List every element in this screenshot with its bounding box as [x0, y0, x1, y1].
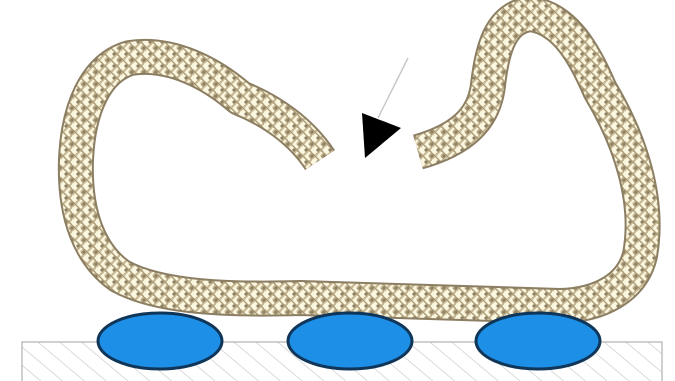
black-triangle-arrow [362, 113, 401, 158]
blue-ellipse-left [98, 313, 222, 369]
pointer-line [378, 58, 408, 118]
blue-ellipse-middle [288, 313, 412, 369]
braided-loop [76, 14, 643, 306]
braided-loop-band [76, 14, 643, 306]
ellipse-row [98, 313, 600, 369]
blue-ellipse-right [476, 313, 600, 369]
